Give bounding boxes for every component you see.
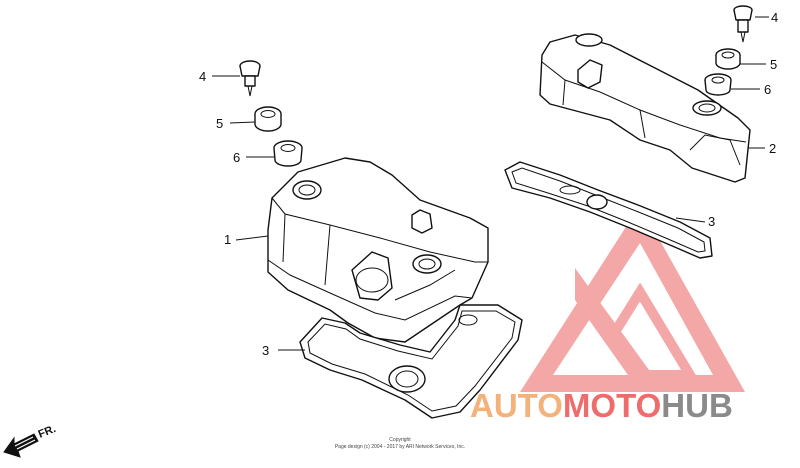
callout-3-right: 3 xyxy=(708,214,715,229)
watermark-moto: MOTO xyxy=(562,387,662,424)
grommet-right xyxy=(704,73,732,96)
washer-right xyxy=(715,48,741,70)
front-arrow-icon xyxy=(3,433,39,458)
front-arrow-label: FR. xyxy=(37,423,58,441)
bolt-left xyxy=(239,60,261,97)
leader-lines xyxy=(212,16,769,351)
gasket-right xyxy=(504,161,713,259)
callout-5-right: 5 xyxy=(770,57,777,72)
gasket-left xyxy=(299,304,523,419)
cylinder-head-cover-right xyxy=(539,33,751,183)
watermark-brand: AUTOMOTOHUB xyxy=(470,387,733,425)
watermark-hub: HUB xyxy=(661,387,733,424)
watermark-auto: AUTO xyxy=(470,387,563,424)
watermark-logo xyxy=(520,205,745,392)
washer-left xyxy=(254,106,282,132)
callout-6-right: 6 xyxy=(764,82,771,97)
grommet-left xyxy=(273,140,303,167)
bolt-right xyxy=(733,5,753,43)
copyright-title: Copyright xyxy=(389,437,411,443)
callout-4-left: 4 xyxy=(199,69,206,84)
copyright-notice: Page design (c) 2004 - 2017 by ARI Netwo… xyxy=(334,444,466,450)
callout-5-left: 5 xyxy=(216,116,223,131)
callout-2: 2 xyxy=(769,141,776,156)
cylinder-head-cover-left xyxy=(267,157,489,343)
callout-3-left: 3 xyxy=(262,343,269,358)
callout-6-left: 6 xyxy=(233,150,240,165)
callout-1: 1 xyxy=(224,232,231,247)
callout-4-right: 4 xyxy=(771,10,778,25)
